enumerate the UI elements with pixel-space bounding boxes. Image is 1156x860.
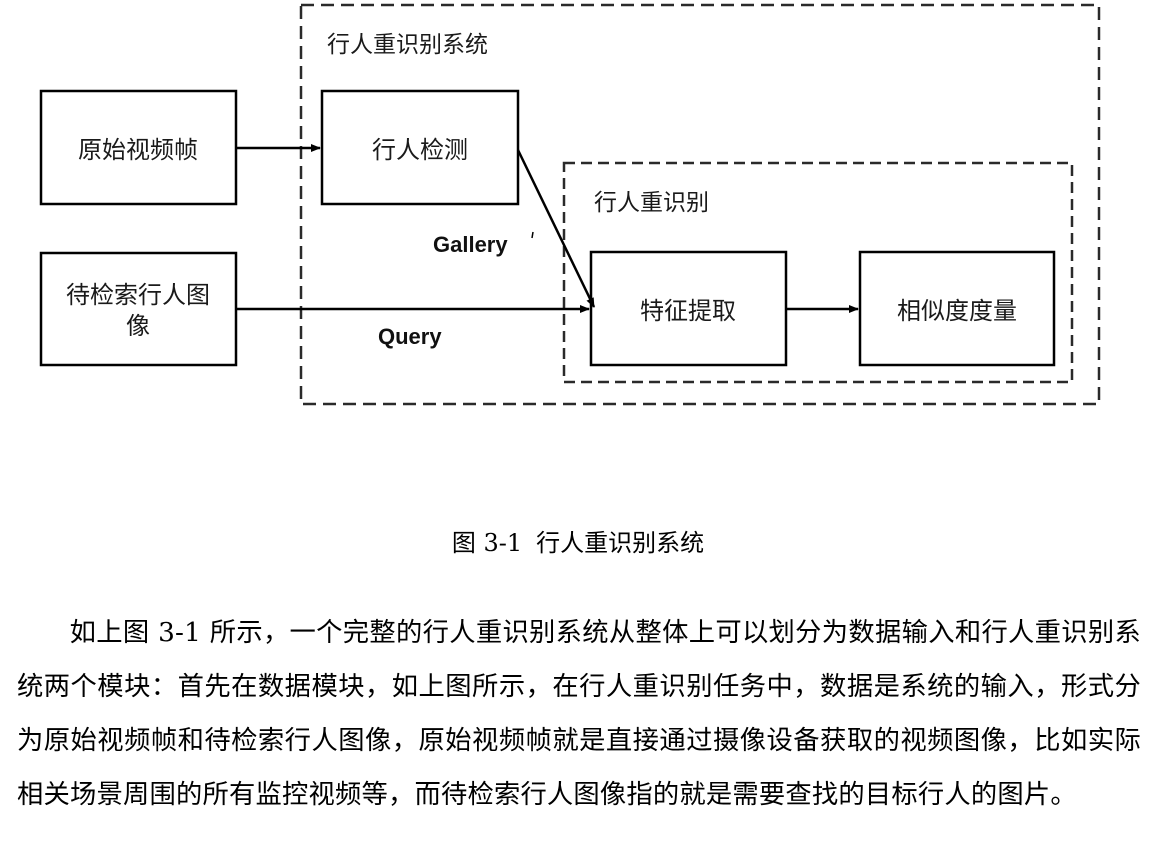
reid-module-group-label: 行人重识别: [594, 190, 709, 216]
raw-video-box: [39, 89, 238, 206]
similarity-label: 相似度度量: [897, 297, 1017, 325]
gallery-edge-label: Gallery: [433, 232, 508, 257]
body-paragraph: 如上图 3-1 所示，一个完整的行人重识别系统从整体上可以划分为数据输入和行人重…: [17, 618, 1141, 810]
raw-video-label: 原始视频帧: [78, 136, 198, 164]
figure-caption-number: 图 3-1: [451, 529, 523, 557]
reid-system-diagram: 行人重识别系统 行人重识别 原始视频帧 待检索行人图 像 行人检测 特征提取 相…: [39, 3, 1101, 406]
query-image-label-line2: 像: [126, 312, 150, 340]
figure-caption: 图 3-1 行人重识别系统: [0, 525, 1156, 561]
similarity-box: [858, 250, 1056, 367]
reid-system-group-label: 行人重识别系统: [327, 32, 488, 58]
detection-label: 行人检测: [372, 136, 468, 164]
reid-module-group: [562, 161, 1074, 384]
feature-box: [589, 250, 788, 367]
figure-caption-title: 行人重识别系统: [536, 529, 705, 557]
arrow-detection-to-feature: [516, 149, 596, 308]
feature-label: 特征提取: [640, 297, 736, 325]
detection-box: [320, 89, 520, 206]
stray-tick-mark: [531, 231, 534, 239]
query-edge-label: Query: [378, 324, 442, 349]
query-image-label-line1: 待检索行人图: [66, 281, 210, 309]
query-image-box: [39, 251, 238, 367]
